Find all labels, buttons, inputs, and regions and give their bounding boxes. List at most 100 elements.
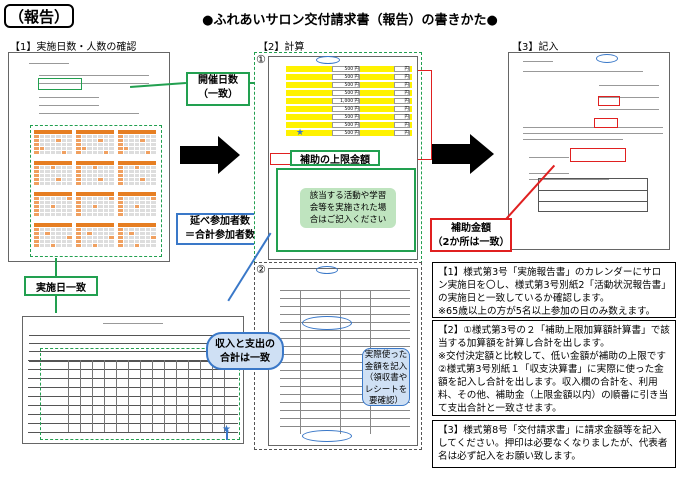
month-calendar — [34, 223, 72, 247]
grid-row-line — [28, 405, 238, 406]
month-calendar — [76, 223, 114, 247]
kessan-row-line — [280, 346, 410, 347]
kessan-row-line — [280, 362, 410, 363]
star-mark-2: ★ — [222, 424, 231, 435]
red-mark-1 — [598, 96, 620, 106]
grid-row-line — [28, 423, 238, 424]
calc-result: 円 — [394, 130, 410, 136]
kessan-row-line — [280, 314, 410, 315]
nobe-sanka-callout: 延べ参加者数 ＝合計参加者数 — [176, 213, 264, 245]
calc-result: 円 — [394, 114, 410, 120]
month-calendar — [118, 192, 156, 216]
grid-col-line — [224, 360, 225, 432]
kessan-row-line — [280, 418, 410, 419]
kessan-row-line — [280, 370, 410, 371]
kaisai-nissu-highlight — [38, 78, 82, 90]
grid-col-line — [212, 360, 213, 432]
kessan-col-line — [300, 290, 301, 434]
circle-mark-2 — [316, 266, 338, 274]
shunyu-shishutsu-callout: 収入と支出の 合計は一致 — [206, 332, 284, 370]
grid-row-line — [28, 378, 238, 379]
grid-col-line — [68, 360, 69, 432]
calc-result: 円 — [394, 74, 410, 80]
kessan-row-line — [280, 386, 410, 387]
kessan-row-line — [280, 394, 410, 395]
kessan-row-line — [280, 354, 410, 355]
info-2-item1: ①様式第3号の２「補助上限加算額計算書」で該当する加算額を計算し合計を出します。 — [438, 325, 670, 349]
seikyu-kingaku-red-box — [570, 148, 626, 162]
page-title: ●ふれあいサロン交付請求書（報告）の書きかた● — [202, 13, 498, 28]
calc-result: 円 — [394, 106, 410, 112]
info-1-text: 様式第3号「実施報告書」のカレンダーにサロン実施日を〇し、様式第3号別紙2「活動… — [438, 267, 667, 304]
kessan-row-line — [280, 298, 410, 299]
grid-col-line — [104, 360, 105, 432]
flow-arrow-1-shaft — [180, 146, 220, 164]
star-mark-1: ★ — [296, 128, 305, 138]
katsudo-dash-frame — [40, 348, 240, 440]
info-3-text: 様式第8号「交付請求書」に請求金額等を記入してください。押印は必要なくなりました… — [438, 425, 668, 462]
flow-arrow-2-head — [470, 134, 494, 174]
calc-amount: 500 円 — [332, 74, 360, 80]
month-calendar — [118, 223, 156, 247]
grid-row-line — [28, 432, 238, 433]
month-calendar — [76, 192, 114, 216]
red-mark-2 — [594, 118, 618, 128]
info-1-note: ※65歳以上の方が5名以上参加の日のみ数えます。 — [438, 306, 656, 317]
section-1-label: 【1】実施日数・人数の確認 — [10, 42, 137, 53]
red-bracket — [418, 70, 432, 160]
grid-row-line — [28, 369, 238, 370]
kaisai-nissu-callout: 開催日数 （一致） — [186, 72, 250, 106]
grid-row-line — [28, 360, 238, 361]
flow-arrow-2-shaft — [432, 144, 472, 164]
shishutsu-goukei-circle — [302, 430, 352, 442]
grid-row-line — [28, 396, 238, 397]
month-calendar — [76, 161, 114, 185]
kessan-row-line — [280, 402, 410, 403]
calc-result: 円 — [394, 98, 410, 104]
katsudo-jokyo-doc — [22, 316, 244, 444]
month-calendar — [34, 130, 72, 154]
info-3-label: 【3】 — [438, 425, 464, 436]
hojo-jogen-callout: 補助の上限金額 — [290, 150, 380, 166]
info-1-label: 【1】 — [438, 267, 464, 278]
jissai-kingaku-callout: 実際使った 金額を記入 （領収書や レシートを 要確認） — [362, 348, 410, 406]
month-calendar — [118, 130, 156, 154]
calc-amount: 500 円 — [332, 106, 360, 112]
grid-col-line — [200, 360, 201, 432]
grid-col-line — [164, 360, 165, 432]
month-calendar — [76, 130, 114, 154]
grid-col-line — [80, 360, 81, 432]
grid-col-line — [188, 360, 189, 432]
kessan-row-line — [280, 306, 410, 307]
grid-col-line — [116, 360, 117, 432]
calc-result: 円 — [394, 90, 410, 96]
calc-amount: 500 円 — [332, 82, 360, 88]
kofu-seikyusho-doc — [508, 52, 670, 250]
grid-row-line — [28, 414, 238, 415]
circle-mark-3 — [596, 54, 618, 63]
calc-amount: 500 円 — [332, 66, 360, 72]
kessan-row-line — [280, 410, 410, 411]
month-calendar — [34, 192, 72, 216]
month-calendar — [34, 161, 72, 185]
calc-amount: 500 円 — [332, 122, 360, 128]
calc-amount: 500 円 — [332, 114, 360, 120]
grid-col-line — [92, 360, 93, 432]
calc-result: 円 — [394, 82, 410, 88]
marker-2: ② — [256, 263, 266, 276]
kessan-row-line — [280, 330, 410, 331]
hojo-kingaku-callout: 補助金額 （2か所は一致） — [430, 218, 512, 252]
info-2-note: ※交付決定額と比較して、低い金額が補助の上限です — [438, 351, 666, 362]
kessan-row-line — [280, 338, 410, 339]
calc-amount: 500 円 — [332, 130, 360, 136]
calc-result: 円 — [394, 66, 410, 72]
calc-amount: 500 円 — [332, 90, 360, 96]
koza-table — [538, 178, 648, 212]
kessan-row-line — [280, 378, 410, 379]
info-box-2: 【2】①様式第3号の２「補助上限加算額計算書」で該当する加算額を計算し合計を出し… — [432, 320, 676, 416]
kessan-col-line — [340, 290, 341, 434]
info-2-label: 【2】 — [438, 325, 464, 336]
grid-col-line — [152, 360, 153, 432]
grid-row-line — [28, 387, 238, 388]
kessan-row-line — [280, 290, 410, 291]
